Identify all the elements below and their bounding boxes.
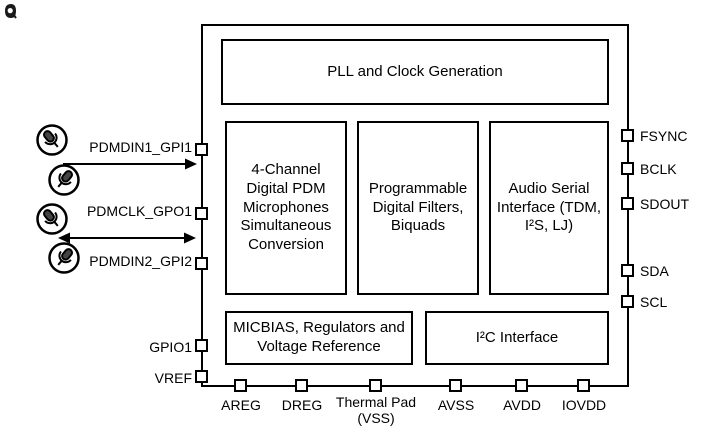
pin-pdmdin1-gpi1 xyxy=(195,143,208,156)
pin-scl xyxy=(621,295,634,308)
pin-iovdd xyxy=(577,379,590,392)
label-thermal-pad-vss: Thermal Pad (VSS) xyxy=(335,394,417,426)
pin-fsync xyxy=(621,129,634,142)
block-pll-and-clock-generation: PLL and Clock Generation xyxy=(221,39,609,105)
label-pdmclk-gpo1: PDMCLK_GPO1 xyxy=(86,203,192,219)
label-fsync: FSYNC xyxy=(640,128,688,144)
pin-avdd xyxy=(515,379,528,392)
label-pdmdin2-gpi2: PDMDIN2_GPI2 xyxy=(89,253,192,269)
label-sdout: SDOUT xyxy=(640,196,689,212)
label-iovdd: IOVDD xyxy=(561,397,607,413)
microphone-icon xyxy=(48,242,80,274)
pin-thermal-pad-vss xyxy=(369,379,382,392)
pin-bclk xyxy=(621,162,634,175)
pin-vref xyxy=(195,370,208,383)
block-pll-label: PLL and Clock Generation xyxy=(327,62,503,80)
label-gpio1: GPIO1 xyxy=(149,339,192,355)
block-audio-serial-interface: Audio Serial Interface (TDM, I²S, LJ) xyxy=(489,121,609,295)
corner-artifact xyxy=(5,4,17,19)
pin-dreg xyxy=(295,379,308,392)
pin-areg xyxy=(234,379,247,392)
pin-sdout xyxy=(621,197,634,210)
label-avdd: AVDD xyxy=(503,397,541,413)
block-asi-label: Audio Serial Interface (TDM, I²S, LJ) xyxy=(496,179,602,235)
label-bclk: BCLK xyxy=(640,161,677,177)
pin-avss xyxy=(449,379,462,392)
label-areg: AREG xyxy=(221,397,261,413)
block-filters-label: Programmable Digital Filters, Biquads xyxy=(368,179,468,235)
pin-pdmdin2-gpi2 xyxy=(195,257,208,270)
arrow-pdmdin1-right xyxy=(63,158,197,170)
arrow-pdmclk-bidirectional xyxy=(58,232,196,244)
microphone-icon xyxy=(36,203,68,235)
label-dreg: DREG xyxy=(281,397,323,413)
pin-sda xyxy=(621,264,634,277)
pin-gpio1 xyxy=(195,339,208,352)
block-i2c-interface: I²C Interface xyxy=(425,311,609,365)
pin-pdmclk-gpo1 xyxy=(195,207,208,220)
label-vref: VREF xyxy=(154,370,192,386)
block-micbias-label: MICBIAS, Regulators and Voltage Referenc… xyxy=(233,319,405,355)
block-i2c-label: I²C Interface xyxy=(475,328,559,346)
block-micbias-regulators: MICBIAS, Regulators and Voltage Referenc… xyxy=(225,311,413,365)
label-sda: SDA xyxy=(640,263,669,279)
microphone-icon xyxy=(36,124,68,156)
block-pdm-microphone-conversion: 4-Channel Digital PDM Microphones Simult… xyxy=(225,121,347,295)
block-programmable-digital-filters: Programmable Digital Filters, Biquads xyxy=(357,121,479,295)
label-avss: AVSS xyxy=(437,397,475,413)
microphone-icon xyxy=(48,164,80,196)
label-scl: SCL xyxy=(640,294,668,310)
block-pdm-label: 4-Channel Digital PDM Microphones Simult… xyxy=(240,161,332,254)
label-pdmdin1-gpi1: PDMDIN1_GPI1 xyxy=(89,139,192,155)
